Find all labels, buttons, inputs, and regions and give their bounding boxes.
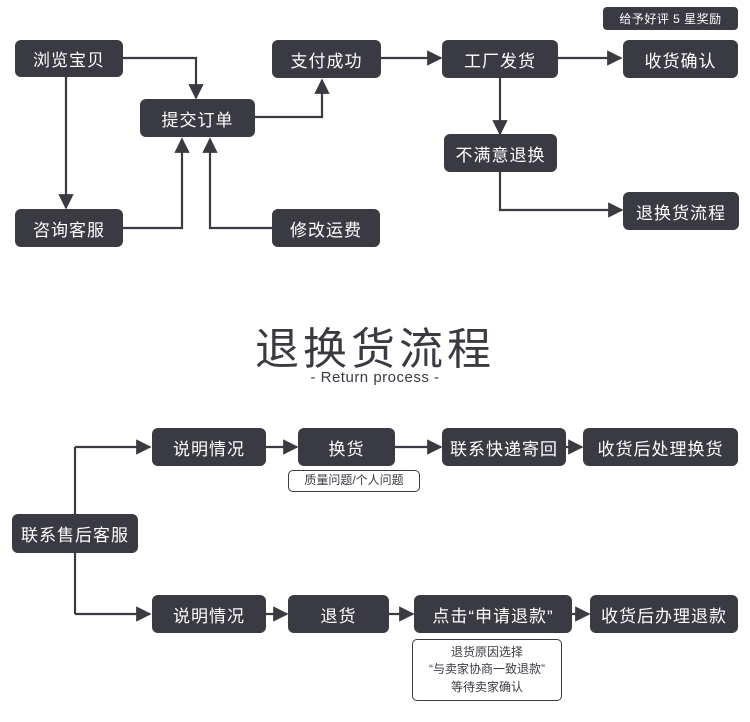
page-subtitle: - Return process -: [310, 369, 440, 386]
node-explain-situation-return[interactable]: 说明情况: [152, 595, 266, 633]
node-factory-ship[interactable]: 工厂发货: [442, 40, 558, 78]
node-handle-exchange[interactable]: 收货后处理换货: [583, 428, 738, 466]
annotation-quality-issue: 质量问题/个人问题: [288, 470, 420, 492]
node-contact-courier[interactable]: 联系快递寄回: [442, 428, 566, 466]
node-confirm-receipt[interactable]: 收货确认: [623, 40, 738, 78]
node-pay-success[interactable]: 支付成功: [272, 40, 381, 78]
node-exchange[interactable]: 换货: [298, 428, 395, 466]
node-modify-shipping-fee[interactable]: 修改运费: [272, 209, 380, 247]
node-apply-refund[interactable]: 点击“申请退款”: [414, 595, 572, 633]
node-submit-order[interactable]: 提交订单: [140, 99, 255, 137]
annotation-return-reason: 退货原因选择 “与卖家协商一致退款” 等待卖家确认: [412, 639, 562, 701]
node-return-flow[interactable]: 退换货流程: [623, 192, 739, 230]
node-unsatisfied-return[interactable]: 不满意退换: [444, 134, 557, 172]
node-consult-service[interactable]: 咨询客服: [15, 209, 123, 247]
node-explain-situation-exchange[interactable]: 说明情况: [152, 428, 266, 466]
node-return-goods[interactable]: 退货: [288, 595, 389, 633]
node-browse[interactable]: 浏览宝贝: [15, 40, 123, 77]
node-review-reward[interactable]: 给予好评 5 星奖励: [603, 7, 738, 30]
node-handle-refund[interactable]: 收货后办理退款: [590, 595, 738, 633]
node-aftersale-service[interactable]: 联系售后客服: [12, 514, 138, 553]
page-title: 退换货流程: [255, 325, 495, 374]
